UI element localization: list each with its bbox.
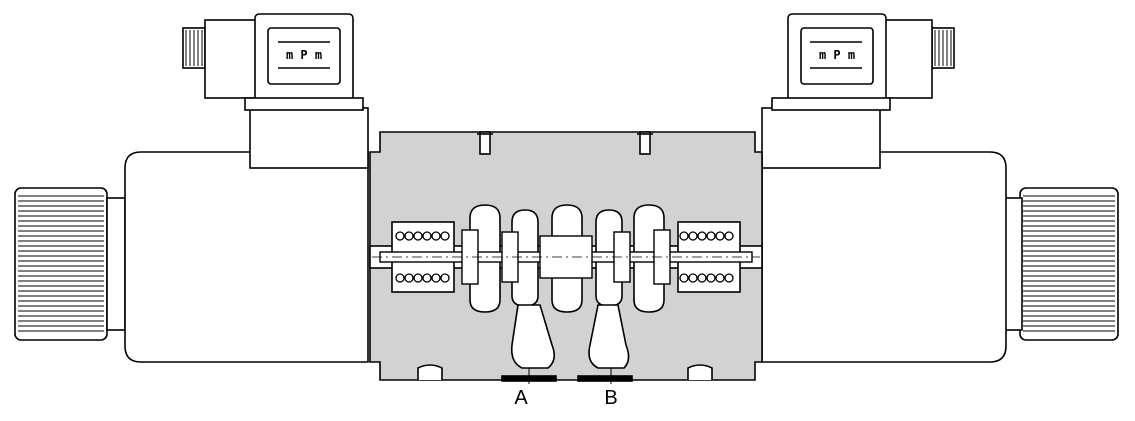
port-b-label: B <box>604 387 617 409</box>
spring-coil <box>422 231 432 241</box>
spring-coil <box>413 273 423 283</box>
spring-coil <box>688 273 698 283</box>
right-connector-base <box>771 97 891 111</box>
right-spring <box>679 231 734 283</box>
left-coil-neck <box>249 107 369 169</box>
port-a-channel <box>510 304 556 369</box>
spring-coil <box>404 273 414 283</box>
spool <box>372 229 760 285</box>
right-solenoid <box>761 107 1119 363</box>
spring-coil <box>724 273 734 283</box>
spring-coil <box>395 273 405 283</box>
spring-coil <box>395 231 405 241</box>
spring-coil <box>413 231 423 241</box>
left-connector-base <box>244 97 364 111</box>
spring-coil <box>404 231 414 241</box>
spring-coil <box>697 231 707 241</box>
port-b-seal <box>577 375 633 382</box>
right-knob-ribs <box>1023 195 1115 332</box>
left-spring <box>395 231 450 283</box>
right-connector-logo: m P m <box>819 48 855 62</box>
top-bolt-right <box>637 131 653 155</box>
left-solenoid <box>14 107 369 363</box>
spring-coil <box>688 231 698 241</box>
right-coil-body <box>761 151 1007 363</box>
left-connector: m P m <box>182 13 364 111</box>
spring-coil <box>679 273 689 283</box>
port-a-label: A <box>514 387 528 409</box>
spring-coil <box>422 273 432 283</box>
spring-coil <box>715 231 725 241</box>
spring-coil <box>431 231 441 241</box>
bottom-recess-left <box>417 364 443 380</box>
spring-coil <box>724 231 734 241</box>
spring-coil <box>440 231 450 241</box>
right-connector: m P m <box>771 13 955 111</box>
spring-coil <box>706 273 716 283</box>
spring-coil <box>679 231 689 241</box>
port-b-channel <box>588 304 630 369</box>
left-knob-collar <box>106 197 126 331</box>
left-coil-body <box>124 151 369 363</box>
spring-coil <box>697 273 707 283</box>
top-bolt-left <box>477 131 493 155</box>
spring-coil <box>440 273 450 283</box>
left-knob-ribs <box>18 195 104 332</box>
spring-coil <box>431 273 441 283</box>
right-coil-neck <box>761 107 881 169</box>
spring-coil <box>706 231 716 241</box>
bottom-recess-right <box>687 364 713 380</box>
spring-coil <box>715 273 725 283</box>
left-connector-logo: m P m <box>286 48 322 62</box>
